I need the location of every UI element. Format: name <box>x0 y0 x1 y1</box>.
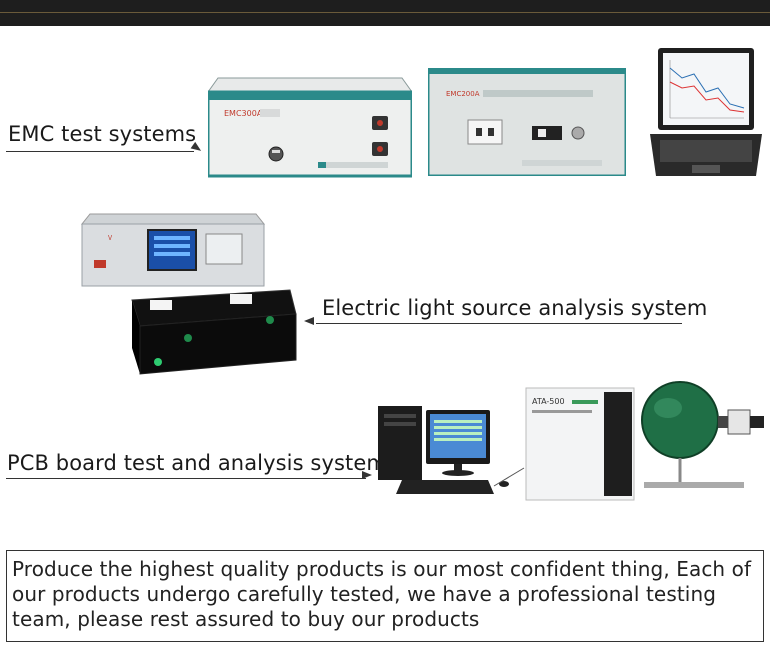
light-label: Electric light source analysis system <box>322 296 708 320</box>
emc-label: EMC test systems <box>8 122 197 146</box>
pcb-arrow-icon <box>362 471 372 479</box>
quality-statement-box: Produce the highest quality products is … <box>6 550 764 642</box>
emc-arrow-icon <box>190 141 204 155</box>
spectro-model-text: ATA-500 <box>532 397 565 406</box>
light-source-analyzer-image: ᐯ <box>80 213 297 375</box>
light-arrow-icon <box>304 317 314 325</box>
emc2-model-text: EMC200A <box>446 90 480 98</box>
light-underline <box>316 323 682 324</box>
emc1-model-text: EMC300A <box>224 109 263 118</box>
pcb-underline <box>6 478 366 479</box>
top-banner <box>0 0 770 26</box>
laptop-image <box>650 48 762 176</box>
emc200a-device-image: EMC200A <box>428 68 626 176</box>
emc-underline <box>6 151 194 152</box>
pcb-label: PCB board test and analysis system <box>7 451 387 475</box>
pcb-test-station-image: ATA-500 <box>378 381 764 501</box>
quality-statement-text: Produce the highest quality products is … <box>12 557 752 631</box>
emc300a-device-image: EMC300A <box>208 77 412 178</box>
banner-accent-line <box>0 12 770 13</box>
svg-text:ᐯ: ᐯ <box>108 235 113 242</box>
